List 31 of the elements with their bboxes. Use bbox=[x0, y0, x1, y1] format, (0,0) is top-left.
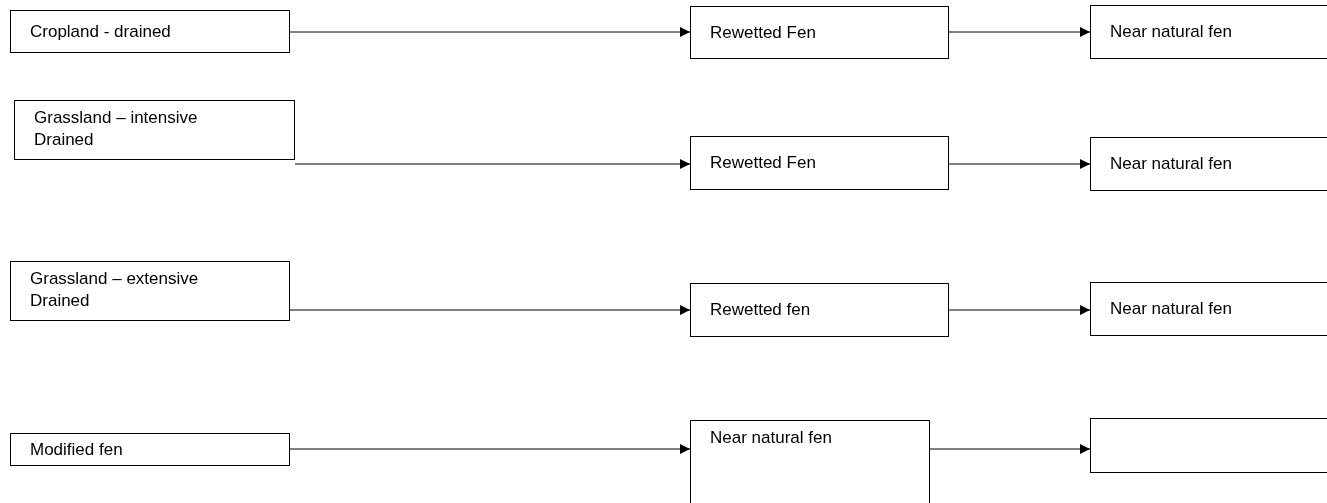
box-label: Cropland - drained bbox=[30, 20, 172, 43]
process-box bbox=[14, 100, 295, 160]
process-box bbox=[1090, 137, 1327, 191]
box-label: Near natural fen bbox=[1110, 21, 1233, 43]
arrow bbox=[948, 305, 1091, 315]
arrow bbox=[929, 444, 1091, 454]
empty-box bbox=[1090, 418, 1327, 473]
process-box bbox=[10, 433, 290, 466]
process-box bbox=[10, 10, 290, 53]
arrow bbox=[948, 27, 1091, 37]
arrow bbox=[289, 27, 691, 37]
box-label: Rewetted Fen bbox=[710, 21, 817, 44]
process-box bbox=[690, 283, 949, 337]
box-label: Near natural fen bbox=[1110, 298, 1233, 320]
box-label: Modified fen bbox=[30, 438, 124, 461]
box-label: Near natural fen bbox=[710, 427, 833, 449]
box-label: Grassland – intensive Drained bbox=[34, 107, 199, 151]
process-box bbox=[690, 136, 949, 190]
process-box bbox=[1090, 282, 1327, 336]
box-label: Rewetted Fen bbox=[710, 152, 817, 174]
box-label: Near natural fen bbox=[1110, 153, 1233, 175]
arrow bbox=[289, 444, 691, 454]
box-label: Grassland – extensive Drained bbox=[30, 268, 200, 312]
arrow bbox=[289, 305, 691, 315]
process-box bbox=[10, 261, 290, 321]
arrow bbox=[294, 159, 691, 169]
arrow bbox=[948, 159, 1091, 169]
box-label: Rewetted fen bbox=[710, 299, 812, 321]
process-box bbox=[690, 6, 949, 59]
process-box bbox=[690, 420, 930, 503]
process-box bbox=[1090, 5, 1327, 59]
